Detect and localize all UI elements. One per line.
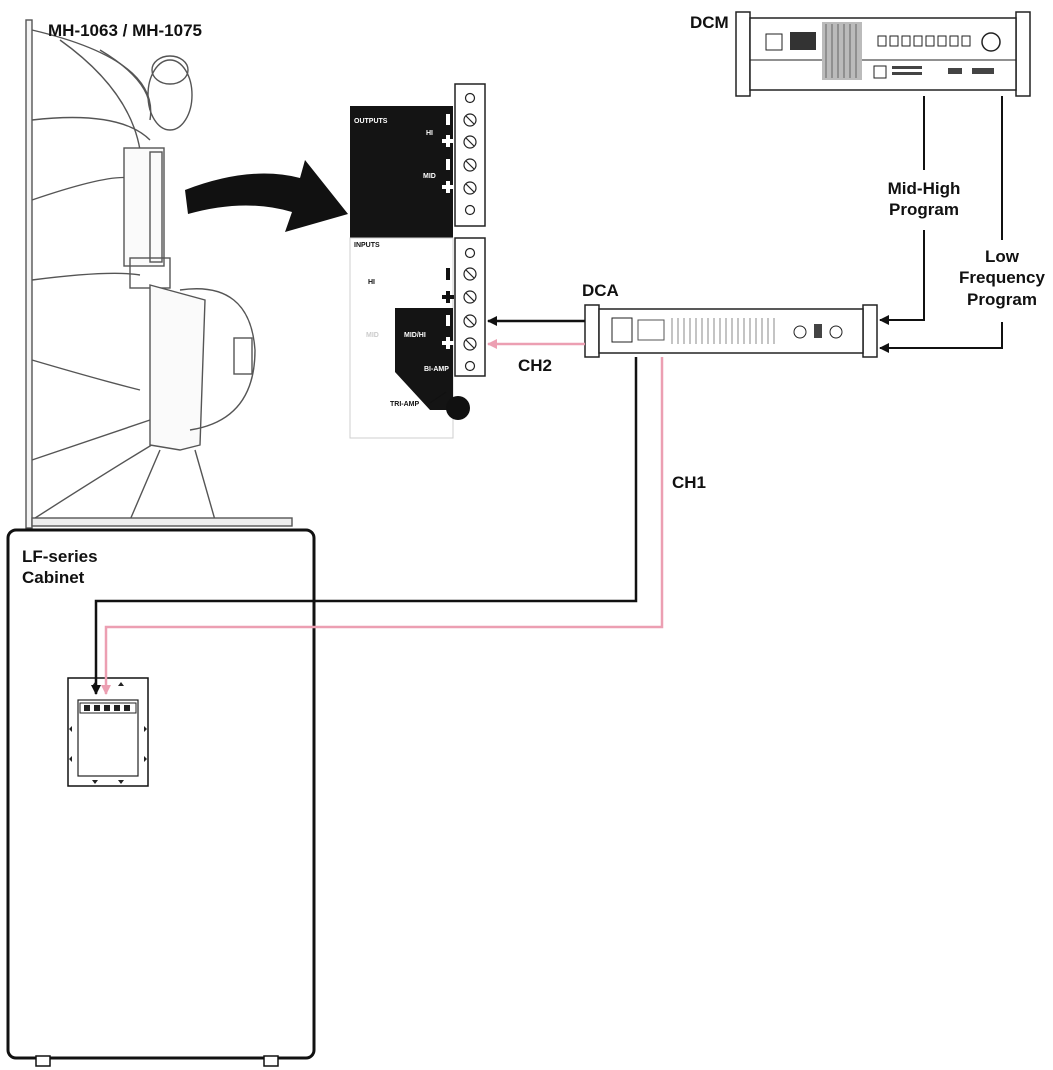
tri-amp-knob — [446, 396, 470, 420]
low-frequency-program-wire-lower — [879, 322, 1003, 353]
input-panel — [349, 83, 486, 439]
curved-arrow-icon — [185, 160, 348, 232]
panel-outputs-label: OUTPUTS — [354, 118, 388, 125]
cabinet-line-1: LF-series — [22, 547, 98, 566]
panel-tri-amp-label: TRI-AMP — [390, 401, 420, 408]
panel-inputs-label: INPUTS — [354, 242, 380, 249]
panel-in-hi-label: HI — [368, 279, 375, 286]
panel-bi-amp-label: BI-AMP — [424, 366, 449, 373]
ch1-label: CH1 — [672, 473, 707, 492]
mid-high-program-wire-lower — [879, 230, 925, 325]
panel-mid-hi-label: MID/HI — [404, 332, 426, 339]
panel-out-hi-label: HI — [426, 130, 433, 137]
mid-high-line-1: Mid-High — [887, 179, 961, 198]
mid-high-program-label: Mid-High Program — [878, 178, 970, 221]
low-freq-line-1: Low — [985, 247, 1019, 266]
speaker-model-label: MH-1063 / MH-1075 — [48, 21, 203, 40]
low-frequency-program-label: Low Frequency Program — [952, 246, 1052, 310]
dcm-processor — [735, 11, 1031, 97]
ch1-black-wire — [91, 357, 638, 695]
ch2-label: CH2 — [518, 356, 553, 375]
mh-speaker-illustration — [25, 19, 293, 529]
cabinet-label: LF-series Cabinet — [22, 546, 98, 589]
mid-high-line-2: Program — [889, 200, 959, 220]
cabinet-line-2: Cabinet — [22, 568, 85, 588]
dcm-label: DCM — [690, 13, 729, 32]
ch1-pink-wire — [101, 357, 664, 695]
dca-label: DCA — [582, 281, 619, 300]
low-freq-line-3: Program — [967, 289, 1037, 309]
lf-cabinet — [6, 528, 316, 1067]
panel-in-mid-label: MID — [366, 332, 379, 339]
dca-amplifier — [584, 304, 878, 358]
low-freq-line-2: Frequency — [959, 268, 1045, 288]
panel-out-mid-label: MID — [423, 173, 436, 180]
